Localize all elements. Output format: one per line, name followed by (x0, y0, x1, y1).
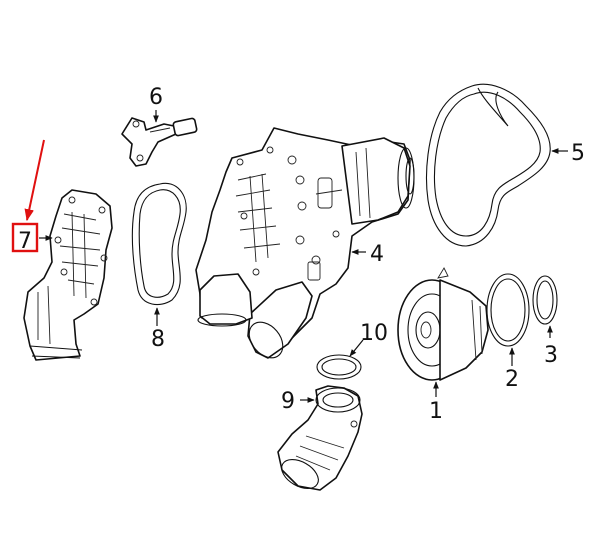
callout-8: 8 (151, 327, 165, 352)
callout-6: 6 (149, 85, 163, 110)
o-ring-part[interactable] (316, 354, 362, 380)
callout-10: 10 (360, 321, 388, 346)
callout-7[interactable]: 7 (18, 229, 32, 254)
highlight-arrow (24, 139, 45, 222)
pump-gasket-part[interactable] (426, 83, 551, 247)
leader-lines (39, 110, 568, 403)
callout-5: 5 (571, 141, 585, 166)
highlight-box (11, 222, 39, 253)
seal-ring-part[interactable] (486, 273, 530, 347)
callout-1: 1 (429, 399, 443, 424)
callout-9: 9 (281, 389, 295, 414)
thermostat-housing-part[interactable] (23, 189, 113, 361)
callout-4: 4 (370, 242, 384, 267)
water-pump-part[interactable] (397, 267, 489, 381)
housing-gasket-part[interactable] (131, 182, 187, 306)
coolant-pipe-part[interactable] (277, 385, 363, 494)
callout-3: 3 (544, 343, 558, 368)
small-ring-part[interactable] (532, 275, 558, 325)
callout-2: 2 (505, 367, 519, 392)
temperature-sensor-part[interactable] (121, 117, 198, 167)
pump-housing-part[interactable] (195, 127, 415, 364)
